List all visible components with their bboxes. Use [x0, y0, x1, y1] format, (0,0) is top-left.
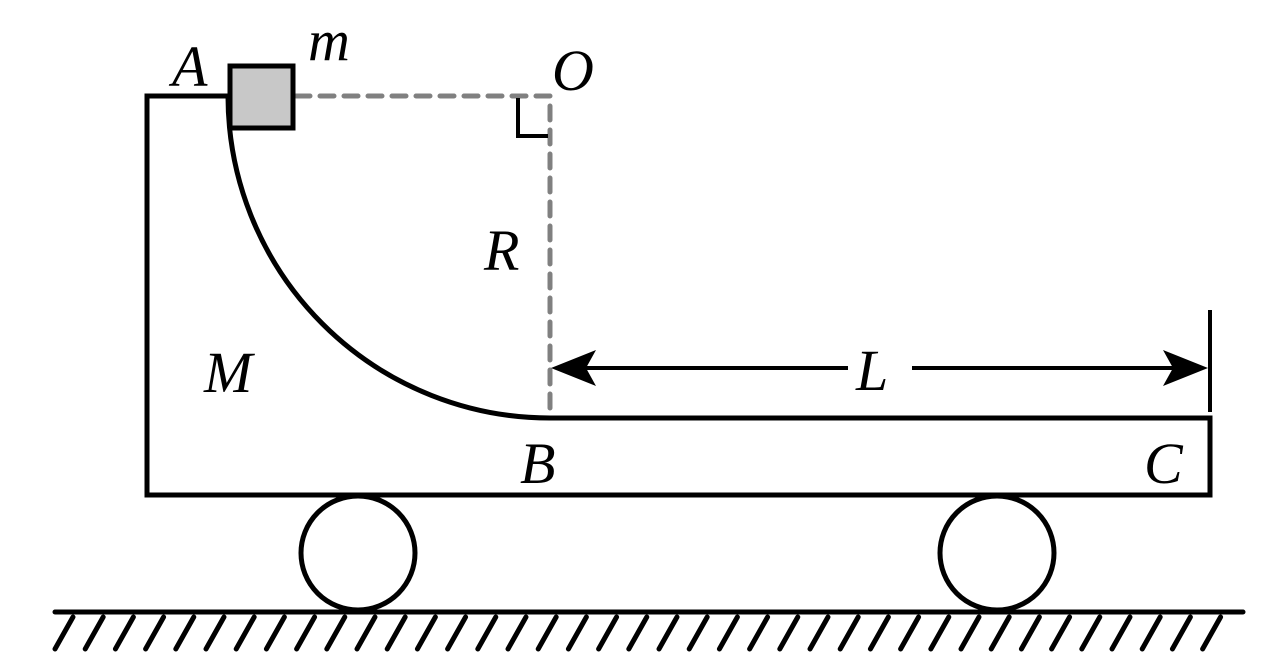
hatch-line: [1079, 614, 1103, 652]
hatch-line: [837, 614, 861, 652]
hatch-line: [1018, 614, 1042, 652]
label-L: L: [855, 338, 888, 403]
hatch-line: [173, 614, 197, 652]
label-B: B: [520, 431, 555, 496]
hatch-line: [414, 614, 438, 652]
label-M: M: [203, 340, 255, 405]
hatch-line: [1109, 614, 1133, 652]
hatch-line: [445, 614, 469, 652]
label-O: O: [552, 38, 594, 103]
right-angle-marker: [516, 98, 548, 138]
hatch-line: [1139, 614, 1163, 652]
hatch-line: [1169, 614, 1193, 652]
hatch-line: [1200, 614, 1224, 652]
ground-hatching: [52, 614, 1224, 652]
hatch-line: [565, 614, 589, 652]
hatch-line: [233, 614, 257, 652]
hatch-line: [354, 614, 378, 652]
hatch-line: [867, 614, 891, 652]
hatch-line: [82, 614, 106, 652]
block-m: [227, 63, 296, 131]
label-C: C: [1144, 431, 1184, 496]
hatch-line: [626, 614, 650, 652]
hatch-line: [324, 614, 348, 652]
hatch-line: [143, 614, 167, 652]
radius-dashed-lines: [293, 93, 553, 421]
hatch-line: [747, 614, 771, 652]
hatch-line: [203, 614, 227, 652]
hatch-line: [777, 614, 801, 652]
label-R: R: [483, 218, 519, 283]
hatch-line: [686, 614, 710, 652]
hatch-line: [112, 614, 136, 652]
hatch-line: [384, 614, 408, 652]
hatch-line: [475, 614, 499, 652]
hatch-line: [1049, 614, 1073, 652]
hatch-line: [928, 614, 952, 652]
label-m: m: [308, 8, 350, 73]
hatch-line: [988, 614, 1012, 652]
wheel-right: [937, 493, 1057, 613]
hatch-line: [263, 614, 287, 652]
arrowhead-left: [551, 350, 596, 386]
hatch-line: [656, 614, 680, 652]
hatch-line: [505, 614, 529, 652]
hatch-line: [294, 614, 318, 652]
hatch-line: [52, 614, 76, 652]
label-A: A: [168, 34, 208, 99]
cart-body: [144, 93, 1213, 498]
hatch-line: [716, 614, 740, 652]
hatch-line: [596, 614, 620, 652]
hatch-line: [807, 614, 831, 652]
hatch-line: [535, 614, 559, 652]
wheel-left: [298, 493, 418, 613]
hatch-line: [958, 614, 982, 652]
hatch-line: [898, 614, 922, 652]
arrowhead-right: [1163, 350, 1208, 386]
